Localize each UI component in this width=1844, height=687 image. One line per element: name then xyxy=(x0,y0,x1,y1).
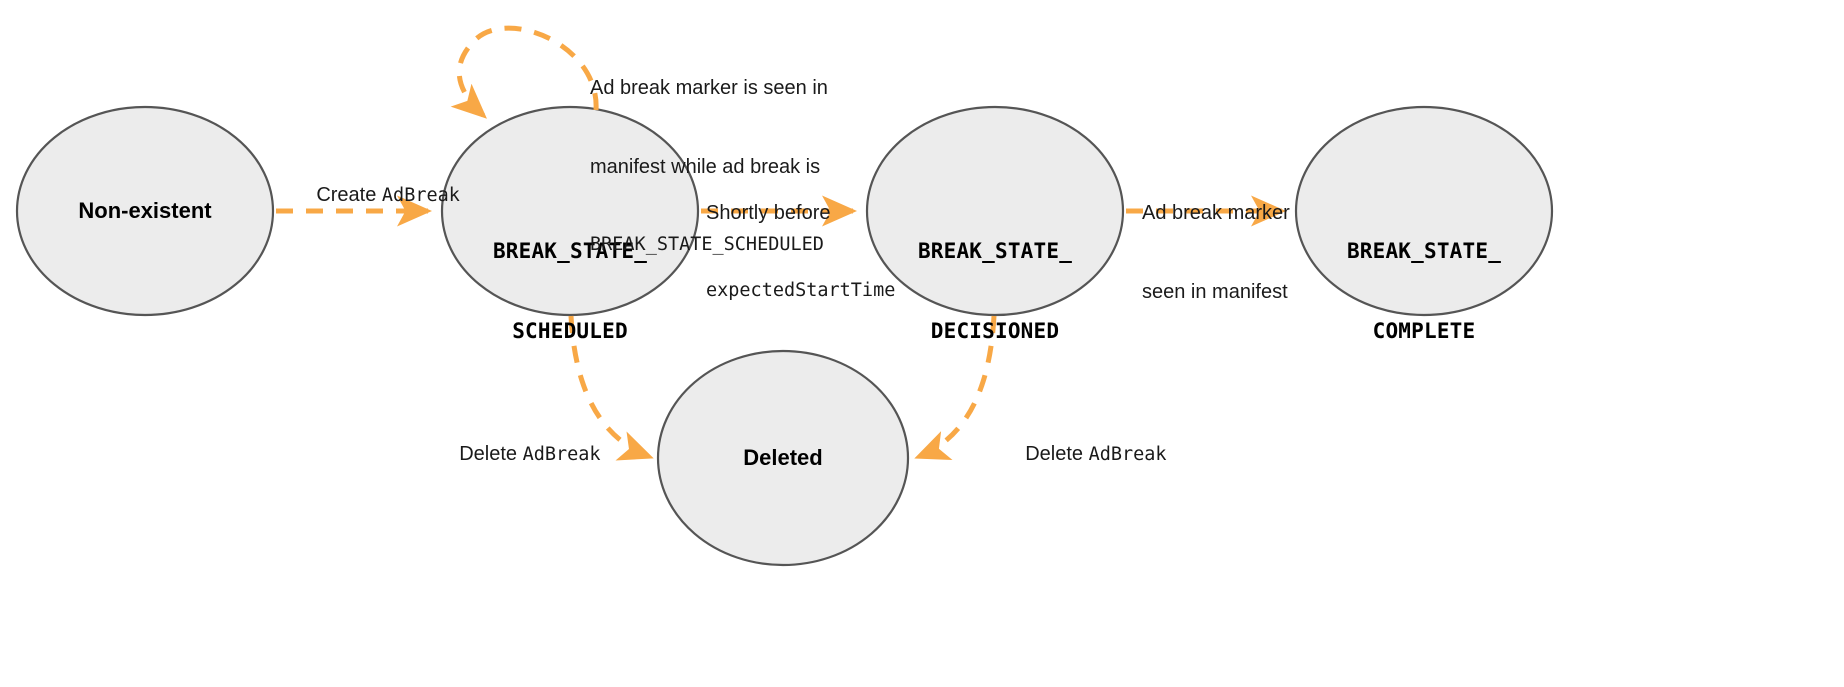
node-break-state-scheduled[interactable] xyxy=(440,105,700,317)
edge-decisioned-to-deleted[interactable] xyxy=(914,315,997,460)
node-break-state-complete[interactable] xyxy=(1294,105,1554,317)
edge-scheduled-self-loop[interactable] xyxy=(450,25,599,119)
node-break-state-decisioned[interactable] xyxy=(865,105,1125,317)
node-deleted[interactable] xyxy=(656,349,910,567)
node-non-existent[interactable] xyxy=(15,105,275,317)
edge-scheduled-to-deleted[interactable] xyxy=(568,315,654,461)
